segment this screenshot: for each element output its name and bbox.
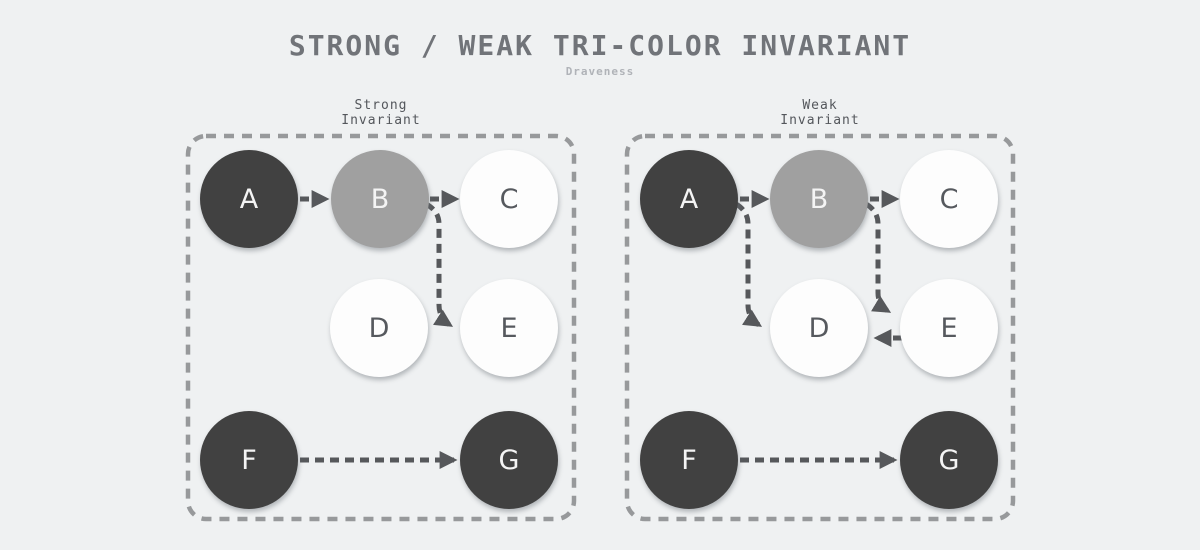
node-letter: G bbox=[498, 444, 520, 476]
weak-edge-b-e-arrow bbox=[864, 201, 892, 314]
node-letter: A bbox=[239, 183, 259, 215]
node-letter: F bbox=[241, 444, 257, 476]
weak-panel-label: Weak Invariant bbox=[627, 98, 1013, 128]
node-letter: A bbox=[679, 183, 699, 215]
node-letter: G bbox=[938, 444, 960, 476]
node-letter: B bbox=[370, 183, 390, 215]
node-letter: D bbox=[368, 312, 390, 344]
strong-panel-label-line1: Strong bbox=[354, 98, 408, 113]
page-title: STRONG / WEAK TRI-COLOR INVARIANT bbox=[288, 29, 912, 62]
weak-edge-a-d-arrow bbox=[734, 201, 763, 328]
node-letter: B bbox=[809, 183, 829, 215]
node-letter: E bbox=[940, 312, 958, 344]
strong-node-d: D bbox=[330, 279, 428, 377]
weak-node-e: E bbox=[900, 279, 998, 377]
strong-node-a: A bbox=[200, 150, 298, 248]
weak-node-g: G bbox=[900, 411, 998, 509]
weak-node-a: A bbox=[640, 150, 738, 248]
weak-panel-label-line2: Invariant bbox=[780, 113, 860, 128]
weak-panel-border bbox=[624, 133, 1016, 522]
weak-node-b: B bbox=[770, 150, 868, 248]
strong-node-g: G bbox=[460, 411, 558, 509]
weak-panel-label-line1: Weak bbox=[802, 98, 838, 113]
node-letter: D bbox=[808, 312, 830, 344]
node-letter: F bbox=[681, 444, 697, 476]
weak-node-c: C bbox=[900, 150, 998, 248]
strong-edge-b-e-arrow bbox=[424, 201, 454, 328]
page-subtitle: Draveness bbox=[565, 65, 635, 78]
strong-panel-border bbox=[185, 133, 577, 522]
strong-node-f: F bbox=[200, 411, 298, 509]
weak-node-f: F bbox=[640, 411, 738, 509]
weak-node-d: D bbox=[770, 279, 868, 377]
strong-node-e: E bbox=[460, 279, 558, 377]
strong-panel-label: Strong Invariant bbox=[188, 98, 574, 128]
node-letter: E bbox=[500, 312, 518, 344]
node-letter: C bbox=[939, 183, 959, 215]
strong-node-c: C bbox=[460, 150, 558, 248]
node-letter: C bbox=[499, 183, 519, 215]
strong-node-b: B bbox=[331, 150, 429, 248]
strong-panel-label-line2: Invariant bbox=[341, 113, 421, 128]
